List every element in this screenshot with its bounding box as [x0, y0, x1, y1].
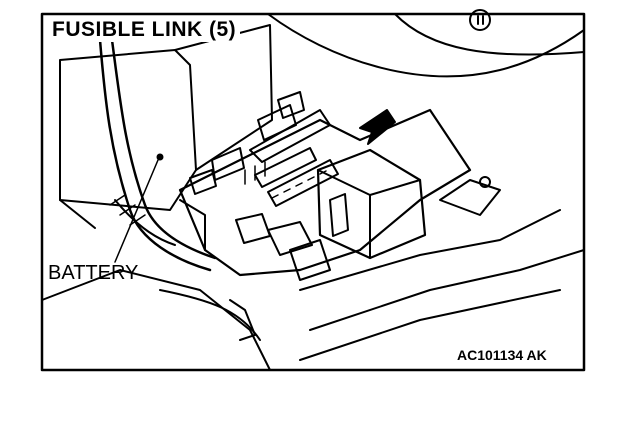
- diagram-title: FUSIBLE LINK (5): [50, 18, 241, 42]
- battery-leader-line: [114, 159, 159, 263]
- battery-label: BATTERY: [48, 262, 139, 284]
- figure-frame: [40, 12, 586, 372]
- pointer-arrow: [359, 109, 396, 145]
- bolt-icon: [469, 9, 491, 31]
- figure-code: AC101134 AK: [457, 347, 547, 363]
- battery-pointer-dot: [156, 153, 164, 161]
